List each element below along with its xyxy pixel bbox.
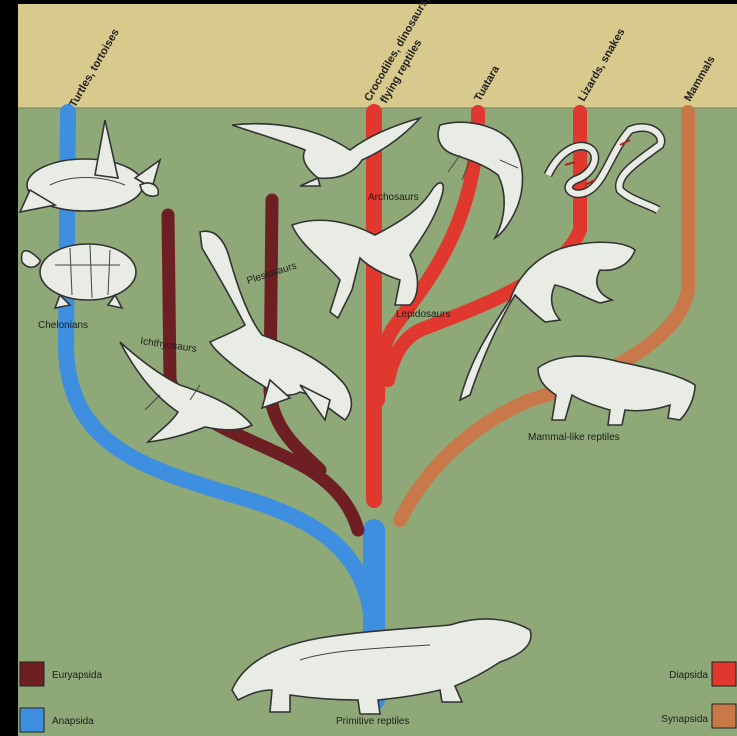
legend-swatch-anapsida xyxy=(20,708,44,732)
legend-swatch-euryapsida xyxy=(20,662,44,686)
label-archosaurs: Archosaurs xyxy=(368,192,419,203)
legend-swatch-diapsida xyxy=(712,662,736,686)
legend-label-synapsida: Synapsida xyxy=(661,714,708,725)
label-lepidosaurs: Lepidosaurs xyxy=(396,309,450,320)
legend-label-anapsida: Anapsida xyxy=(52,716,94,727)
label-mammal-like-reptiles: Mammal-like reptiles xyxy=(528,432,620,443)
legend-label-diapsida: Diapsida xyxy=(669,670,708,681)
legend-swatch-synapsida xyxy=(712,704,736,728)
label-primitive-reptiles: Primitive reptiles xyxy=(336,716,409,727)
legend-label-euryapsida: Euryapsida xyxy=(52,670,102,681)
label-chelonians: Chelonians xyxy=(38,320,88,331)
